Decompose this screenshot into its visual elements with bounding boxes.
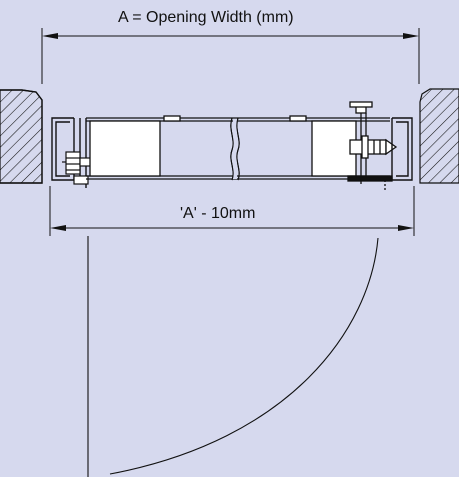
- left-wall: [0, 89, 43, 184]
- right-wall: [419, 88, 459, 184]
- right-frame-channel: [391, 117, 413, 181]
- reduced-width-label: 'A' - 10mm: [177, 205, 259, 223]
- panel-break-lines: [230, 117, 240, 181]
- door-panel: [86, 115, 390, 180]
- reduced-width-dimension: [49, 186, 415, 236]
- opening-width-label: A = Opening Width (mm): [115, 9, 297, 27]
- opening-width-dimension: [41, 28, 420, 84]
- door-swing: [87, 236, 379, 477]
- right-lock-assembly: [347, 101, 398, 190]
